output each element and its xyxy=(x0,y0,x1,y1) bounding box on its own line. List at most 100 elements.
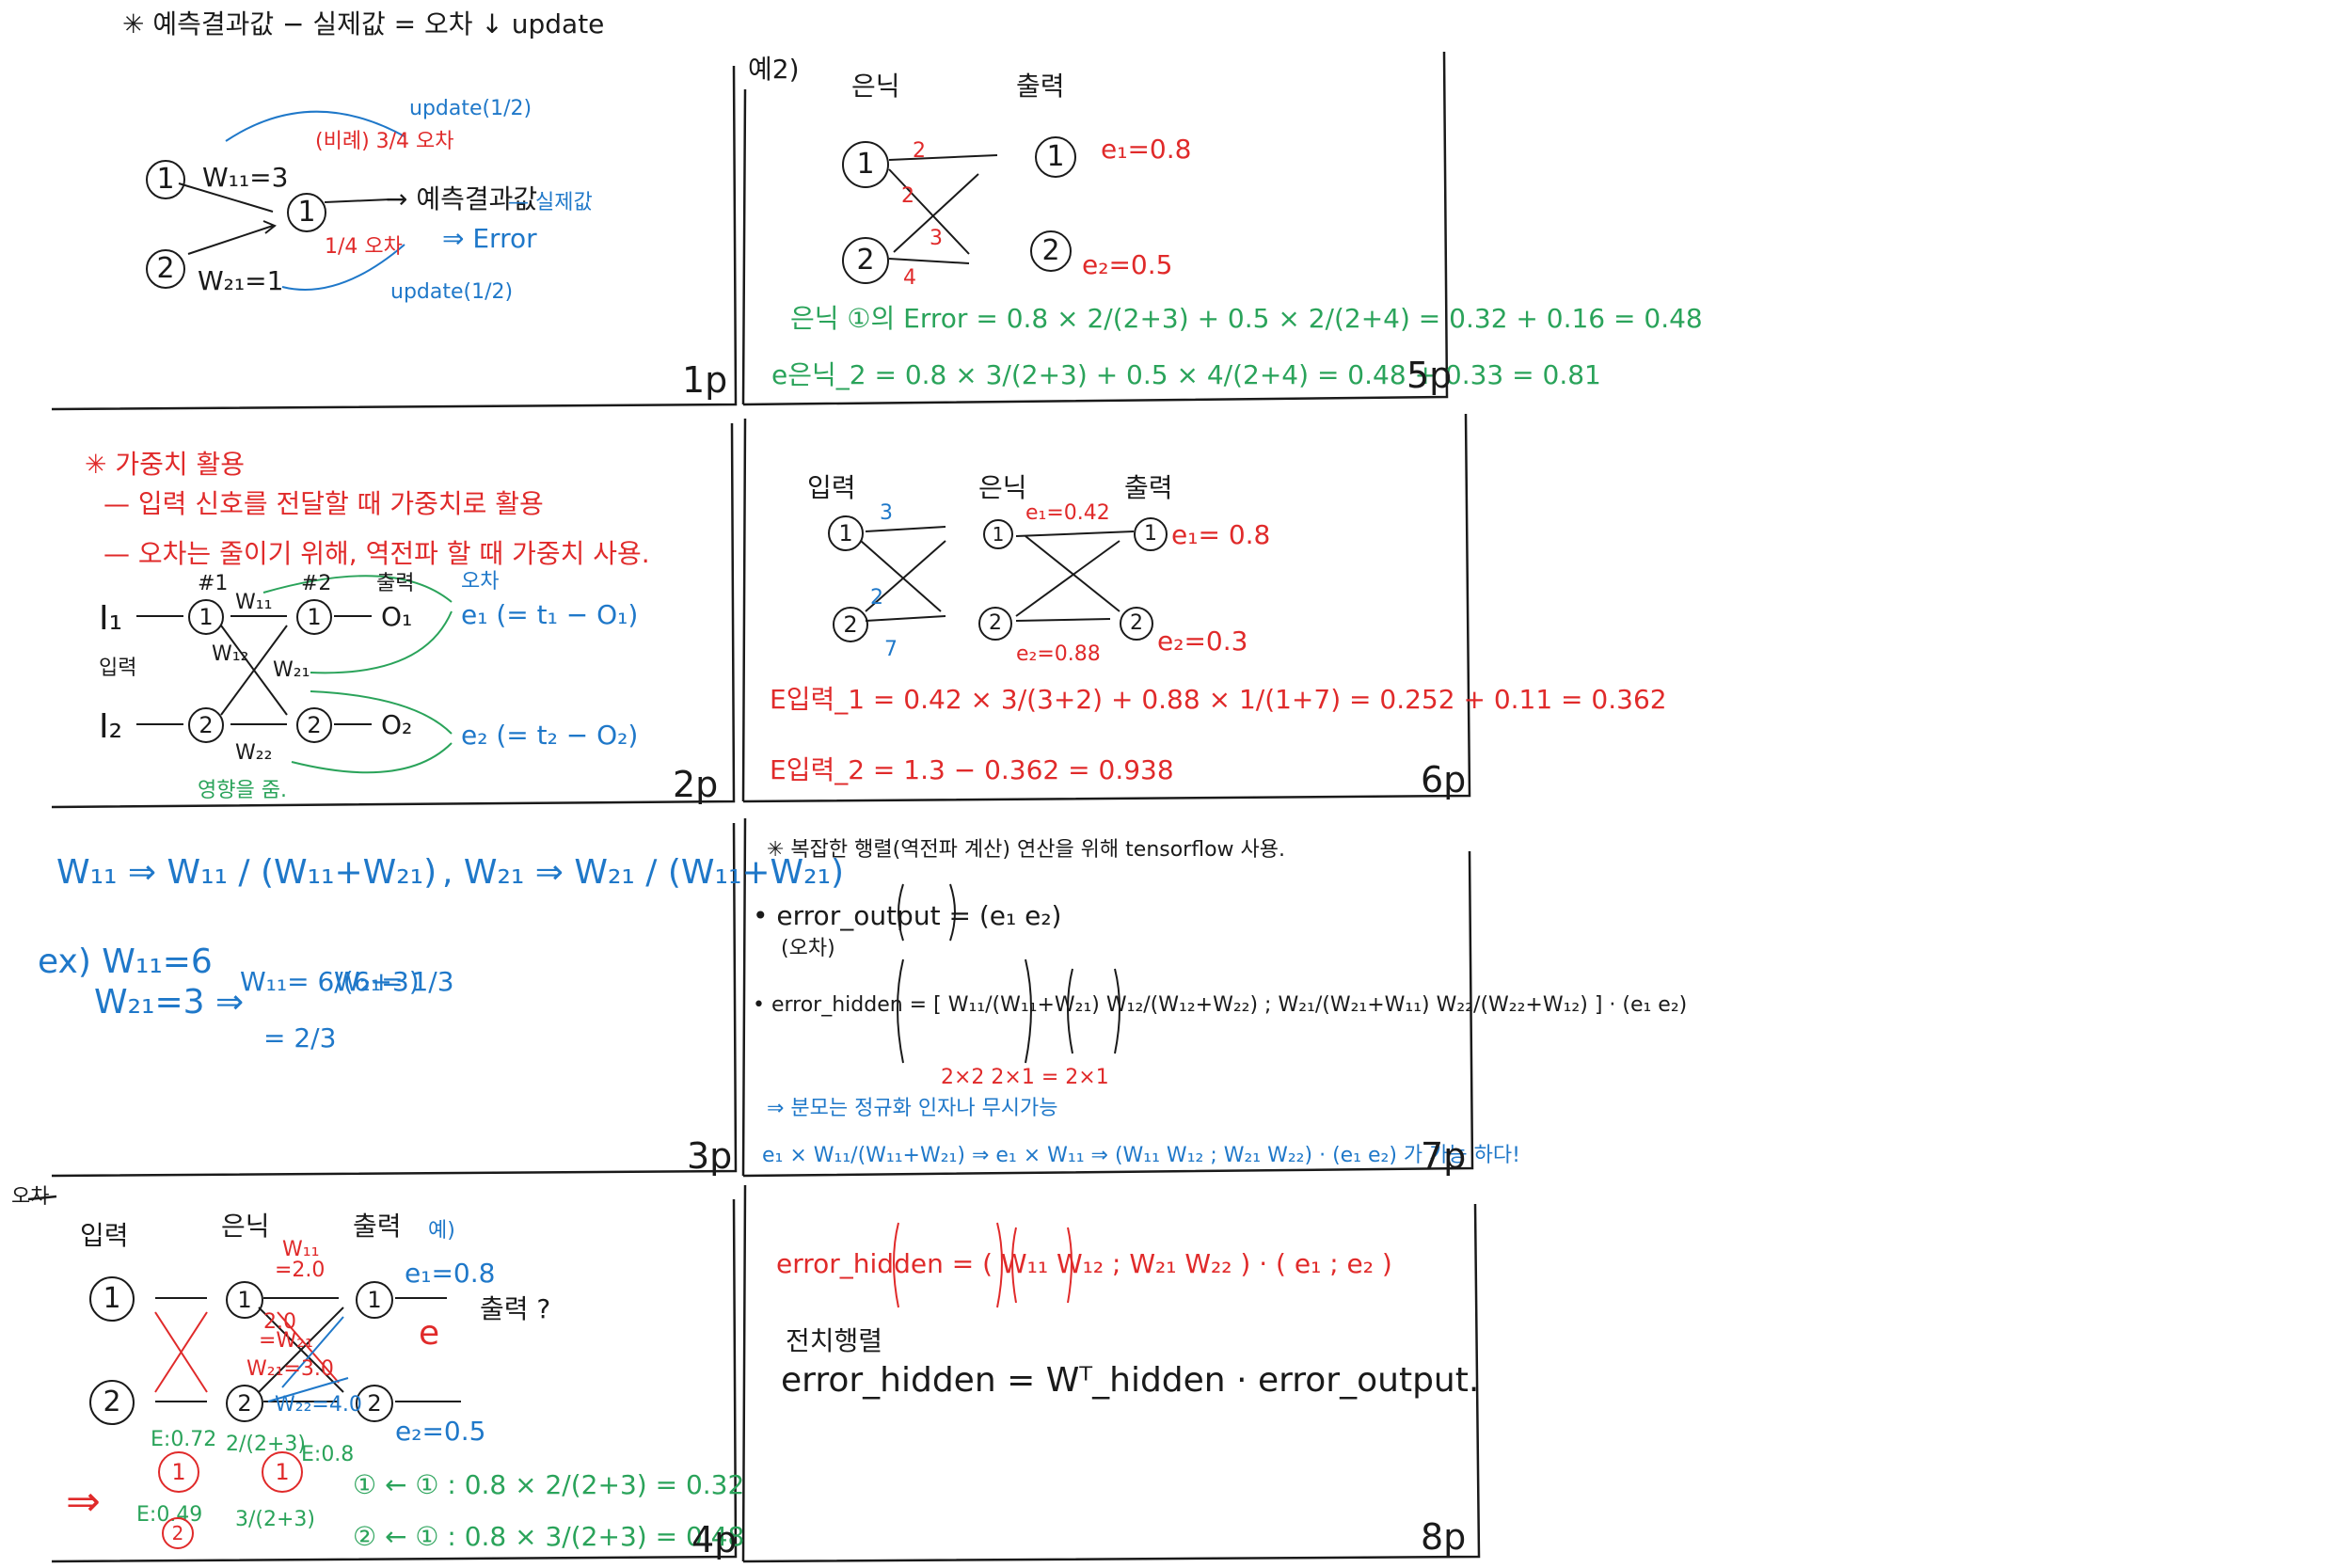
fraction-2-over-5: 2/(2+3) xyxy=(226,1433,307,1456)
error-column-label: 오차 xyxy=(461,570,500,594)
error-e1: e₁=0.8 xyxy=(1101,134,1192,165)
weight-w11: W₁₁=3 xyxy=(202,162,289,193)
result-w11: W₁₁= 6/(6+3) xyxy=(240,966,420,997)
hidden-node-2: 2 xyxy=(226,1385,263,1422)
result-simplified: = 2/3 xyxy=(263,1022,337,1053)
page-number-8: 8p xyxy=(1421,1516,1467,1558)
node-2-1: 1 xyxy=(296,599,332,635)
hidden-label: 은닉 xyxy=(978,472,1027,503)
error-e-08: E:0.8 xyxy=(301,1443,355,1466)
error-e1: e₁=0.8 xyxy=(405,1258,496,1289)
frame-panel-7 xyxy=(741,817,1474,1178)
frame-panel-6 xyxy=(741,413,1471,803)
hidden-node-1: 1 xyxy=(226,1281,263,1319)
output-o2: O₂ xyxy=(381,709,413,740)
weight-w21-eq: =W₂₁ xyxy=(259,1329,313,1353)
input-layer-label: 입력 xyxy=(80,1220,129,1251)
output-error-e1: e₁= 0.8 xyxy=(1171,519,1271,550)
frame-panel-1 xyxy=(51,65,738,411)
effect-label: 영향을 줌. xyxy=(198,779,287,802)
weight-w22: W₂₂=4.0 xyxy=(275,1393,362,1417)
weight-w21: W₂₁ xyxy=(273,658,310,682)
layer-hash-2: #2 xyxy=(301,572,332,595)
output-label: 출력 xyxy=(376,572,415,595)
hidden-2-error-calc: e은닉_2 = 0.8 × 3/(2+3) + 0.5 × 4/(2+4) = … xyxy=(771,359,1601,390)
input-node-1: 1 xyxy=(89,1276,135,1322)
input-1-error-calc: E입력_1 = 0.42 × 3/(3+2) + 0.88 × 1/(1+7) … xyxy=(770,684,1667,715)
output-error-e2: e₂=0.3 xyxy=(1157,626,1248,657)
weight-3: 3 xyxy=(880,501,893,525)
weight-w22: W₂₂ xyxy=(235,741,273,765)
node-1-2: 2 xyxy=(188,707,224,743)
frame-panel-2 xyxy=(51,422,736,809)
update-bottom-label: update(1/2) xyxy=(390,280,514,304)
dimension-note: 2×2 2×1 = 2×1 xyxy=(941,1066,1109,1089)
red-node-3: 1 xyxy=(262,1451,303,1493)
output-node-1: 1 xyxy=(1035,136,1076,178)
output-label: 출력 xyxy=(1124,472,1173,503)
normalization-note: ⇒ 분모는 정규화 인자나 무시가능 xyxy=(767,1097,1058,1120)
output-node: 1 xyxy=(287,193,326,232)
prediction-label: → 예측결과값 xyxy=(386,183,538,214)
example-2-label: 예2) xyxy=(748,54,800,85)
weight-7: 7 xyxy=(884,638,898,661)
hidden-node-1: 1 xyxy=(983,519,1013,549)
formula-w11: W₁₁ ⇒ W₁₁ / (W₁₁+W₂₁) xyxy=(56,853,437,892)
weight-w11: W₁₁ xyxy=(282,1238,320,1261)
implies-arrow: ⇒ xyxy=(66,1478,101,1526)
input-node-1: 1 xyxy=(828,515,864,551)
error-e-072: E:0.72 xyxy=(151,1428,217,1451)
quarter-error-label: 1/4 오차 xyxy=(325,235,403,259)
error-e2: e₂=0.5 xyxy=(395,1416,486,1447)
frame-panel-3 xyxy=(51,822,738,1178)
panel7-title: ✳ 복잡한 행렬(역전파 계산) 연산을 위해 tensorflow 사용. xyxy=(767,838,1286,862)
hidden-1-error-calc: 은닉 ①의 Error = 0.8 × 2/(2+3) + 0.5 × 2/(2… xyxy=(790,303,1703,334)
panel2-title: ✳ 가중치 활용 xyxy=(85,449,246,480)
input-i1: I₁ xyxy=(99,599,123,638)
fraction-3-over-5: 3/(2+3) xyxy=(235,1508,316,1531)
weight-b: 2 xyxy=(901,184,914,208)
output-node-1: 1 xyxy=(1134,517,1168,551)
hidden-layer-label: 은닉 xyxy=(221,1211,270,1242)
weight-2: 2 xyxy=(870,586,883,610)
error-hidden-transpose: error_hidden = Wᵀ_hidden · error_output. xyxy=(781,1361,1480,1400)
input-label: 입력 xyxy=(99,657,137,680)
ratio-error-label: (비례) 3/4 오차 xyxy=(315,130,454,153)
panel2-line-1: — 입력 신호를 전달할 때 가중치로 활용 xyxy=(103,488,544,519)
input-node-1: 1 xyxy=(146,160,185,199)
page-number-5: 5p xyxy=(1406,355,1453,396)
weight-w12: 2.0 xyxy=(263,1310,296,1334)
red-node-2: 2 xyxy=(162,1517,194,1549)
output-node-2: 2 xyxy=(1030,230,1072,272)
error-e2: e₂=0.5 xyxy=(1082,249,1173,280)
side-note: 오차 xyxy=(11,1185,50,1209)
weight-w21-value: W₂₁=3.0 xyxy=(246,1357,334,1381)
input-label: 입력 xyxy=(807,472,856,503)
formula-w21: , W₂₁ ⇒ W₂₁ / (W₁₁+W₂₁) xyxy=(442,853,845,892)
update-top-label: update(1/2) xyxy=(409,97,532,120)
output-layer-label: 출력 xyxy=(353,1211,402,1242)
output-question: 출력 ? xyxy=(480,1293,551,1324)
frame-panel-5 xyxy=(741,51,1449,406)
hidden-error-e2: e₂=0.88 xyxy=(1016,642,1101,666)
weight-w12: W₁₂ xyxy=(212,642,249,666)
page-number-4: 4p xyxy=(691,1519,738,1560)
input-node-2: 2 xyxy=(833,607,868,642)
header-note: ✳ 예측결과값 − 실제값 = 오차 ↓ update xyxy=(122,8,605,40)
simplified-matrix: e₁ × W₁₁/(W₁₁+W₂₁) ⇒ e₁ × W₁₁ ⇒ (W₁₁ W₁₂… xyxy=(762,1144,1520,1167)
hidden-node-1: 1 xyxy=(842,141,889,188)
transpose-label: 전치행렬 xyxy=(786,1325,883,1356)
output-node-2: 2 xyxy=(1120,607,1153,641)
input-node-2: 2 xyxy=(146,249,185,289)
input-i2: I₂ xyxy=(99,707,123,746)
frame-panel-4 xyxy=(27,1195,738,1563)
input-node-2: 2 xyxy=(89,1380,135,1425)
hidden-node-2: 2 xyxy=(978,607,1012,641)
page-number-1: 1p xyxy=(682,359,728,401)
error-label: ⇒ Error xyxy=(442,223,537,254)
example-w11: ex) W₁₁=6 xyxy=(38,942,213,981)
example-w21: W₂₁=3 ⇒ xyxy=(94,983,245,1022)
input-2-error-calc: E입력_2 = 1.3 − 0.362 = 0.938 xyxy=(770,754,1174,785)
output-o1: O₁ xyxy=(381,601,413,632)
